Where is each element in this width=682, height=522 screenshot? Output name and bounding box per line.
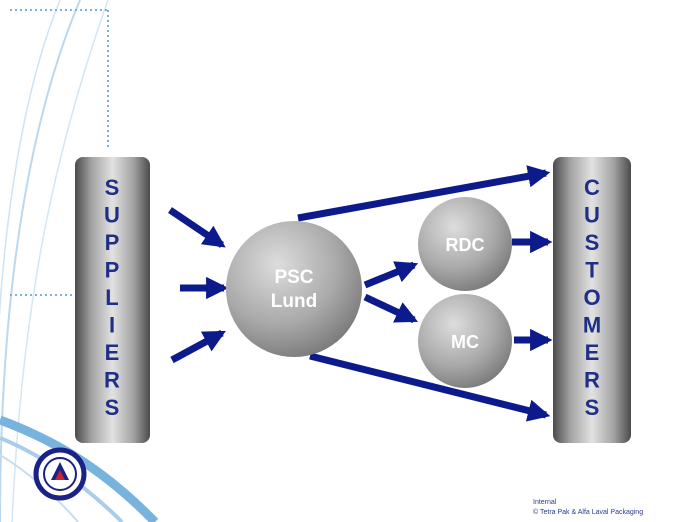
company-logo-icon <box>33 447 87 501</box>
psc-lund-node: PSC Lund <box>226 221 362 357</box>
customers-bar <box>553 157 631 443</box>
dotted-guide-lines <box>10 9 110 296</box>
arrow-psc-to-mc <box>363 293 419 324</box>
rdc-node: RDC <box>418 197 512 291</box>
psc-label-line2: Lund <box>271 291 317 312</box>
suppliers-bar <box>75 157 150 443</box>
footer-line2: © Tetra Pak & Alfa Laval Packaging <box>533 508 643 516</box>
mc-node: MC <box>418 294 512 388</box>
footer-line1: Internal <box>533 499 557 506</box>
arrow-psc-to-rdc <box>363 261 419 289</box>
mc-label: MC <box>451 332 479 352</box>
arrow-supplier-to-psc-bottom <box>170 329 226 364</box>
arrow-supplier-to-psc-top <box>168 207 226 248</box>
psc-label-line1: PSC <box>274 267 313 288</box>
arrow-psc-to-customers-bottom <box>309 352 551 422</box>
arrow-psc-to-customers-top <box>297 165 551 222</box>
rdc-label: RDC <box>446 235 485 255</box>
flow-arrows <box>168 165 553 422</box>
